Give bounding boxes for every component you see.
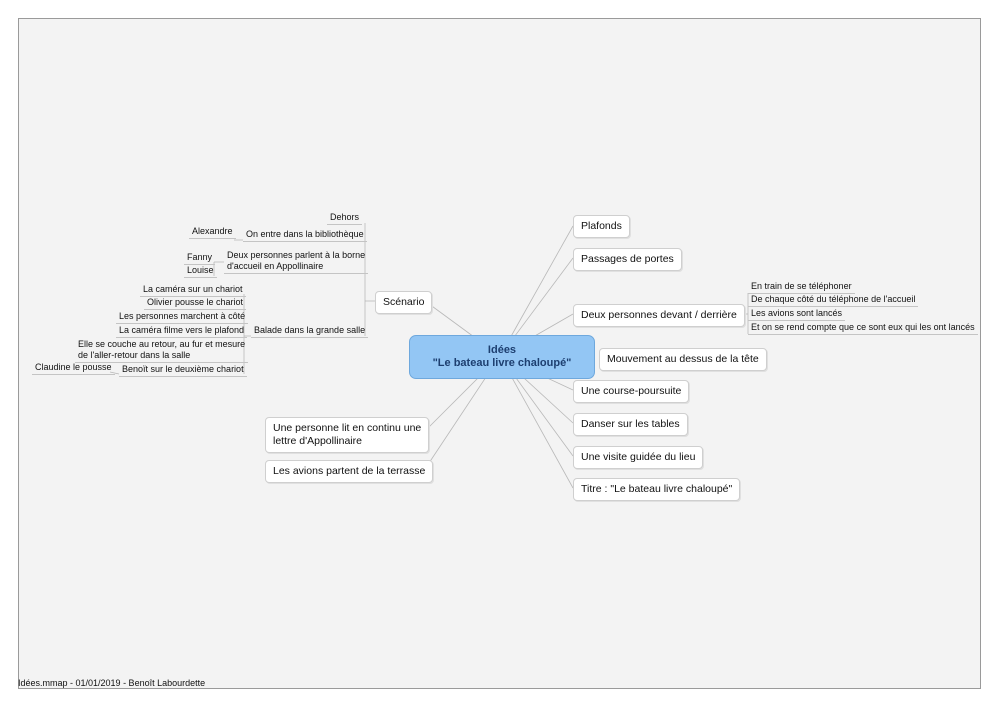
subtopic-camera-chariot[interactable]: La caméra sur un chariot — [140, 284, 246, 297]
central-topic[interactable]: Idées "Le bateau livre chaloupé" — [409, 335, 595, 379]
topic-plafonds[interactable]: Plafonds — [573, 215, 630, 238]
topic-passages-de-portes[interactable]: Passages de portes — [573, 248, 682, 271]
personne-lit-line2: lettre d'Appollinaire — [273, 435, 362, 447]
subtopic-telephoner[interactable]: En train de se téléphoner — [748, 281, 855, 294]
subtopic-olivier[interactable]: Olivier pousse le chariot — [144, 297, 247, 310]
subtopic-alexandre[interactable]: Alexandre — [189, 226, 236, 239]
footer-caption: Idées.mmap - 01/01/2019 - Benoît Labourd… — [18, 678, 206, 688]
subtopic-fanny[interactable]: Fanny — [184, 252, 216, 265]
topic-course-poursuite[interactable]: Une course-poursuite — [573, 380, 690, 403]
subtopic-on-se-rend-compte[interactable]: Et on se rend compte que ce sont eux qui… — [748, 322, 978, 335]
topic-titre[interactable]: Titre : "Le bateau livre chaloupé" — [573, 478, 741, 501]
elle-line1: Elle se couche au retour, au fur et mesu… — [78, 339, 246, 349]
deux-borne-line1: Deux personnes parlent à la borne — [227, 250, 366, 260]
central-topic-line2: "Le bateau livre chaloupé" — [432, 357, 572, 369]
subtopic-elle-se-couche[interactable]: Elle se couche au retour, au fur et mesu… — [75, 339, 249, 363]
subtopic-benoit[interactable]: Benoït sur le deuxième chariot — [119, 364, 247, 377]
subtopic-avions-lances[interactable]: Les avions sont lancés — [748, 308, 846, 321]
topic-personne-lit[interactable]: Une personne lit en continu une lettre d… — [265, 417, 430, 453]
subtopic-dehors[interactable]: Dehors — [327, 212, 363, 225]
central-topic-line1: Idées — [487, 344, 517, 356]
subtopic-balade[interactable]: Balade dans la grande salle — [251, 325, 369, 338]
topic-visite-guidee[interactable]: Une visite guidée du lieu — [573, 446, 704, 469]
personne-lit-line1: Une personne lit en continu une — [273, 422, 422, 434]
subtopic-camera-plafond[interactable]: La caméra filme vers le plafond — [116, 325, 248, 338]
subtopic-louise[interactable]: Louise — [184, 265, 217, 278]
subtopic-personnes-cote[interactable]: Les personnes marchent à côté — [116, 311, 249, 324]
subtopic-deux-personnes-borne[interactable]: Deux personnes parlent à la borne d'accu… — [224, 250, 369, 274]
topic-deux-personnes[interactable]: Deux personnes devant / derrière — [573, 304, 745, 327]
topic-avions-terrasse[interactable]: Les avions partent de la terrasse — [265, 460, 434, 483]
topic-mouvement[interactable]: Mouvement au dessus de la tête — [599, 348, 767, 371]
subtopic-claudine[interactable]: Claudine le pousse — [32, 362, 115, 375]
topic-scenario[interactable]: Scénario — [375, 291, 433, 314]
topic-danser[interactable]: Danser sur les tables — [573, 413, 688, 436]
subtopic-bibliotheque[interactable]: On entre dans la bibliothèque — [243, 229, 367, 242]
subtopic-chaque-cote[interactable]: De chaque côté du téléphone de l'accueil — [748, 294, 919, 307]
elle-line2: de l'aller-retour dans la salle — [78, 350, 191, 360]
deux-borne-line2: d'accueil en Appollinaire — [227, 261, 324, 271]
